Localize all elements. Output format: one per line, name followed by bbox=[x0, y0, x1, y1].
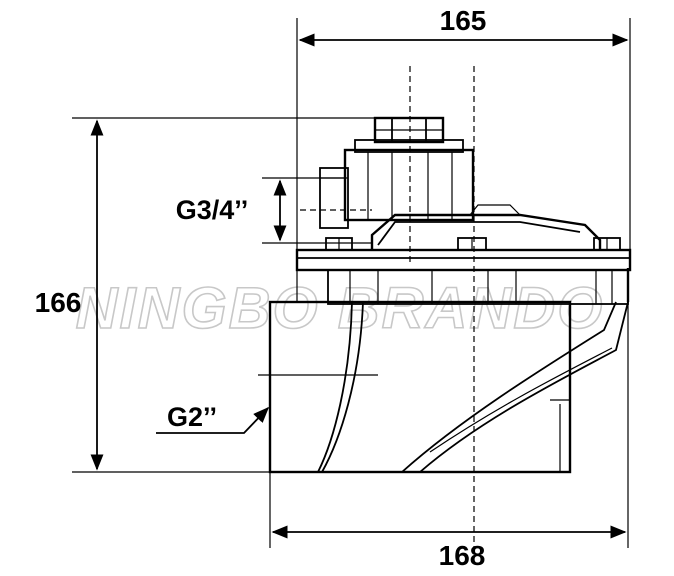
flange-bolts bbox=[325, 237, 621, 251]
pilot-head bbox=[319, 139, 475, 229]
dimension-pilot-port: G3/4’’ bbox=[176, 179, 287, 242]
svg-text:166: 166 bbox=[35, 287, 82, 318]
center-lines bbox=[258, 66, 475, 548]
dimension-height: 166 bbox=[35, 119, 104, 471]
top-nut bbox=[373, 116, 445, 144]
valve-body bbox=[268, 268, 630, 474]
dimension-main-port: G2’’ bbox=[156, 402, 270, 434]
svg-text:G3/4’’: G3/4’’ bbox=[176, 195, 249, 225]
watermark: NINGBO BRANDO bbox=[76, 276, 605, 341]
svg-text:168: 168 bbox=[439, 540, 486, 571]
dimension-bottom-width: 168 bbox=[271, 525, 627, 571]
extension-lines bbox=[72, 18, 631, 548]
dimension-top-width: 165 bbox=[298, 5, 629, 47]
svg-text:165: 165 bbox=[440, 5, 487, 36]
svg-text:G2’’: G2’’ bbox=[167, 402, 217, 432]
